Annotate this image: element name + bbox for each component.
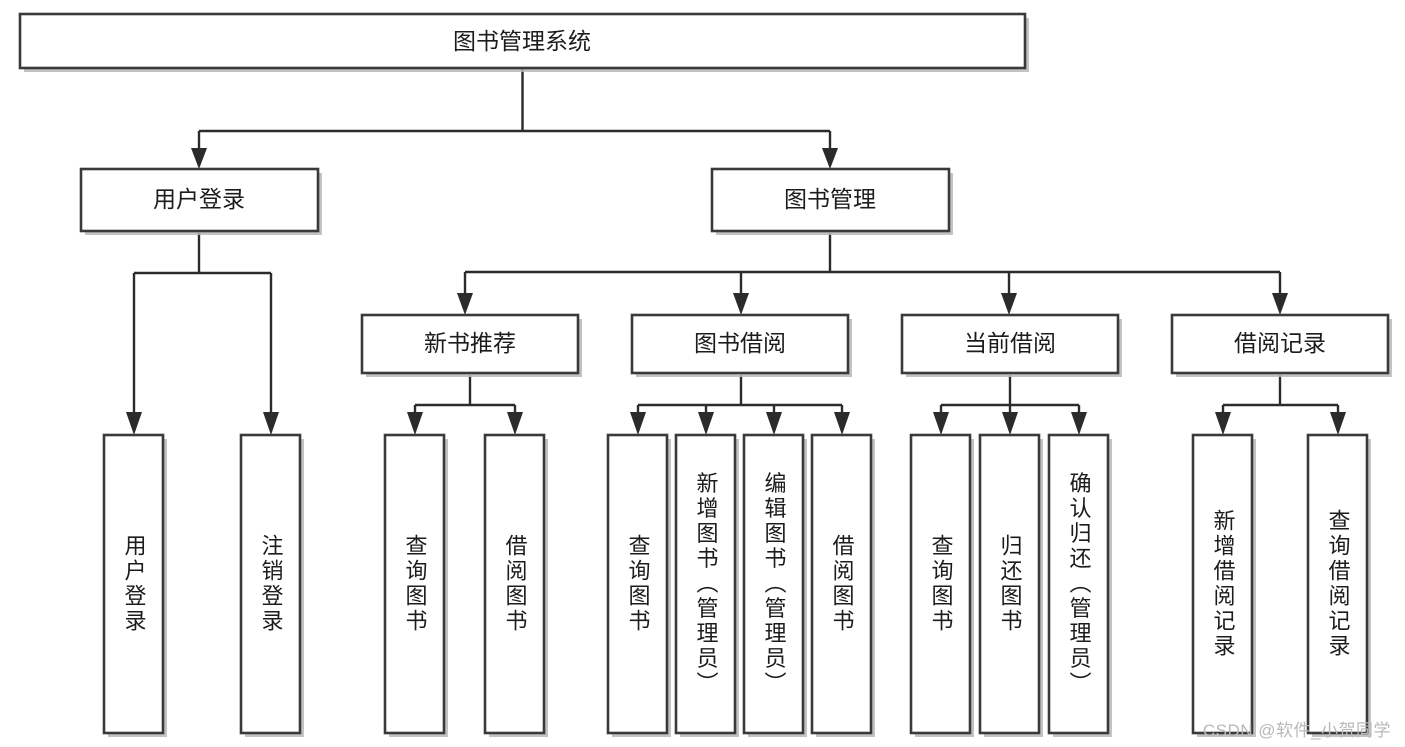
node-leaf-query-book-2-label: 查询图书 xyxy=(626,534,651,634)
arrow-head-user-login xyxy=(191,148,207,169)
node-leaf-query-book-3-label: 查询图书 xyxy=(929,534,954,634)
arrow-head-leaf-add-book xyxy=(698,412,714,435)
arrow-head-leaf-borrow-book-2 xyxy=(834,412,850,435)
node-leaf-return-book[interactable]: 归还图书 xyxy=(978,433,1043,737)
node-leaf-add-record-rect xyxy=(1191,433,1254,735)
node-leaf-add-record[interactable]: 新增借阅记录 xyxy=(1191,433,1256,737)
node-leaf-query-book-2[interactable]: 查询图书 xyxy=(606,433,671,737)
node-root[interactable]: 图书管理系统 xyxy=(18,12,1029,72)
node-leaf-borrow-book-2[interactable]: 借阅图书 xyxy=(810,433,875,737)
node-leaf-return-book-label: 归还图书 xyxy=(998,534,1023,634)
node-leaf-add-book[interactable]: 新增图书（管理员） xyxy=(674,433,739,737)
node-leaf-query-book-1-label: 查询图书 xyxy=(403,534,428,634)
node-book-manage-rect xyxy=(710,167,951,233)
node-current-borrow-label: 当前借阅 xyxy=(964,330,1056,356)
node-leaf-edit-book-label: 编辑图书（管理员） xyxy=(762,472,787,697)
node-leaf-borrow-book-1-rect xyxy=(483,433,546,735)
node-new-book-recommend-rect xyxy=(360,313,580,375)
node-leaf-confirm-return-rect xyxy=(1047,433,1110,735)
node-leaf-borrow-book-2-label: 借阅图书 xyxy=(830,534,855,634)
arrow-head-current-borrow xyxy=(1001,293,1017,315)
node-leaf-query-book-1[interactable]: 查询图书 xyxy=(383,433,448,737)
node-root-rect xyxy=(18,12,1027,70)
node-leaf-query-record-label: 查询借阅记录 xyxy=(1326,509,1351,659)
arrow-head-book-borrow xyxy=(733,293,749,315)
node-leaf-query-book-3-rect xyxy=(909,433,972,735)
node-leaf-user-logout[interactable]: 注销登录 xyxy=(239,433,304,737)
connector-layer xyxy=(126,68,1346,435)
node-borrow-record-rect xyxy=(1170,313,1390,375)
node-leaf-return-book-rect xyxy=(978,433,1041,735)
node-leaf-query-record[interactable]: 查询借阅记录 xyxy=(1306,433,1371,737)
node-leaf-user-logout-rect xyxy=(239,433,302,735)
arrow-head-leaf-add-record xyxy=(1215,412,1231,435)
arrow-head-new-book-recommend xyxy=(457,293,473,315)
arrow-head-leaf-confirm-return xyxy=(1071,412,1087,435)
node-leaf-add-record-label: 新增借阅记录 xyxy=(1211,509,1236,659)
node-leaf-edit-book[interactable]: 编辑图书（管理员） xyxy=(742,433,807,737)
node-current-borrow-rect xyxy=(900,313,1120,375)
node-book-borrow-label: 图书借阅 xyxy=(694,330,786,356)
node-new-book-recommend-label: 新书推荐 xyxy=(424,330,516,356)
node-borrow-record[interactable]: 借阅记录 xyxy=(1170,313,1392,377)
node-book-borrow[interactable]: 图书借阅 xyxy=(630,313,852,377)
arrow-head-leaf-query-book-2 xyxy=(630,412,646,435)
node-leaf-query-book-2-rect xyxy=(606,433,669,735)
node-borrow-record-label: 借阅记录 xyxy=(1234,330,1326,356)
arrow-head-leaf-edit-book xyxy=(766,412,782,435)
node-leaf-user-login-rect xyxy=(102,433,165,735)
node-book-manage-label: 图书管理 xyxy=(784,186,876,212)
node-book-borrow-rect xyxy=(630,313,850,375)
node-leaf-query-book-1-rect xyxy=(383,433,446,735)
node-leaf-user-logout-label: 注销登录 xyxy=(259,534,284,634)
arrow-head-leaf-return-book xyxy=(1002,412,1018,435)
arrow-head-borrow-record xyxy=(1272,293,1288,315)
node-leaf-user-login-label: 用户登录 xyxy=(122,534,147,634)
node-leaf-edit-book-rect xyxy=(742,433,805,735)
arrow-head-leaf-user-logout xyxy=(263,412,279,435)
node-root-label: 图书管理系统 xyxy=(453,28,591,54)
arrow-head-leaf-user-login xyxy=(126,412,142,435)
node-current-borrow[interactable]: 当前借阅 xyxy=(900,313,1122,377)
node-book-manage[interactable]: 图书管理 xyxy=(710,167,953,235)
node-leaf-borrow-book-1-label: 借阅图书 xyxy=(503,534,528,634)
node-leaf-confirm-return[interactable]: 确认归还（管理员） xyxy=(1047,433,1112,737)
node-user-login-rect xyxy=(79,167,320,233)
node-leaf-confirm-return-label: 确认归还（管理员） xyxy=(1067,472,1092,697)
node-leaf-query-record-rect xyxy=(1306,433,1369,735)
node-user-login[interactable]: 用户登录 xyxy=(79,167,322,235)
node-new-book-recommend[interactable]: 新书推荐 xyxy=(360,313,582,377)
arrow-head-book-manage xyxy=(822,148,838,169)
node-leaf-query-book-3[interactable]: 查询图书 xyxy=(909,433,974,737)
node-leaf-user-login[interactable]: 用户登录 xyxy=(102,433,167,737)
node-leaf-add-book-rect xyxy=(674,433,737,735)
node-leaf-borrow-book-1[interactable]: 借阅图书 xyxy=(483,433,548,737)
node-leaf-borrow-book-2-rect xyxy=(810,433,873,735)
arrow-head-leaf-query-book-3 xyxy=(933,412,949,435)
arrow-head-leaf-borrow-book-1 xyxy=(507,412,523,435)
arrow-head-leaf-query-record xyxy=(1330,412,1346,435)
node-user-login-label: 用户登录 xyxy=(153,186,245,212)
node-leaf-add-book-label: 新增图书（管理员） xyxy=(694,472,719,697)
arrow-head-leaf-query-book-1 xyxy=(407,412,423,435)
